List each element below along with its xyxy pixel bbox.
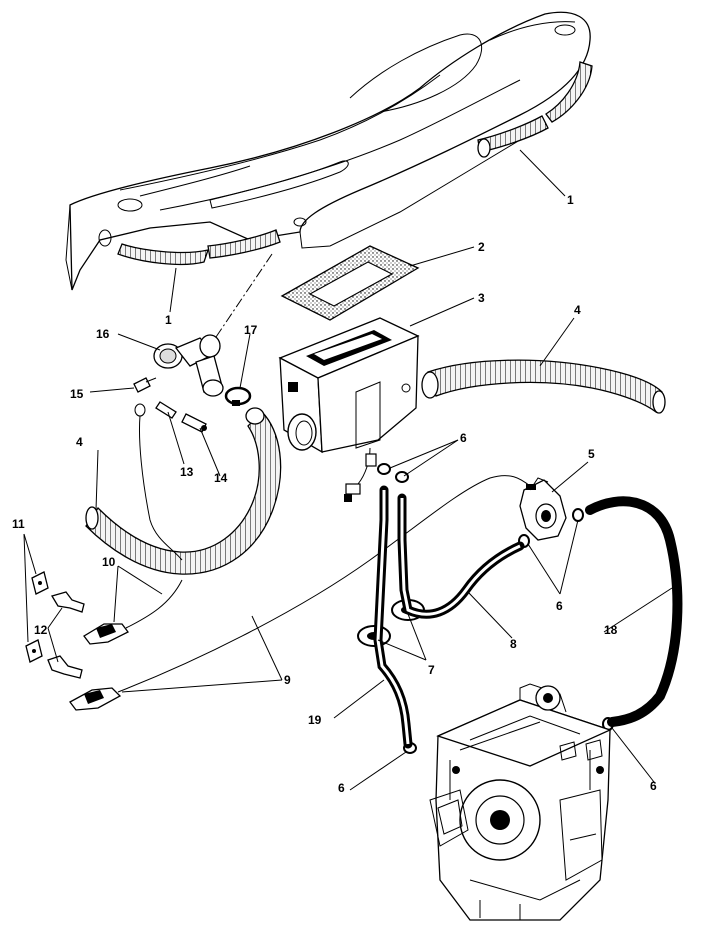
callout-15: 15: [70, 387, 84, 401]
cable-connector-13: [134, 401, 183, 561]
dashboard-panel: [65, 11, 591, 291]
knob-lower: [25, 639, 43, 663]
callout-16: 16: [96, 327, 110, 341]
leader-lines: [23, 149, 673, 791]
callout-12: 12: [34, 623, 48, 637]
callout-6-heater: 6: [460, 431, 467, 445]
control-cable-9: [69, 475, 531, 711]
terminal-14: [181, 413, 207, 433]
hose-clip-17: [224, 386, 252, 406]
callout-14: 14: [214, 471, 228, 485]
callout-13: 13: [180, 465, 194, 479]
callout-8: 8: [510, 637, 517, 651]
callout-1-right: 1: [567, 193, 574, 207]
wire-connectors: [344, 447, 377, 502]
lever-lower: [47, 655, 83, 679]
callout-6-valve: 6: [556, 599, 563, 613]
callout-3: 3: [478, 291, 485, 305]
callout-10: 10: [102, 555, 116, 569]
screw-15: [133, 377, 157, 393]
control-cable-10: [83, 579, 183, 645]
demister-duct-left: [117, 229, 281, 266]
gasket: [280, 245, 420, 321]
callout-6-lower-right: 6: [650, 779, 657, 793]
heater-unit: [278, 317, 420, 454]
callout-7: 7: [428, 663, 435, 677]
engine: [429, 683, 612, 921]
callout-11: 11: [12, 517, 25, 531]
callout-5: 5: [588, 447, 595, 461]
water-valve: [519, 477, 567, 541]
callout-4-right: 4: [574, 303, 581, 317]
callout-17: 17: [244, 323, 258, 337]
callout-4-left: 4: [76, 435, 83, 449]
water-hoses: [373, 485, 683, 749]
callout-9: 9: [284, 673, 291, 687]
demister-duct-right: [477, 61, 593, 158]
callout-1-left: 1: [165, 313, 172, 327]
callout-2: 2: [478, 240, 485, 254]
lever-upper: [51, 591, 85, 613]
alignment-line: [213, 253, 273, 341]
knob-upper: [31, 571, 49, 595]
grommets-7: [357, 599, 425, 647]
callout-labels: 1 1 2 3 4 4 5 6 6 6 6 7 8 9 10 11 12 13 …: [12, 193, 657, 795]
flexible-hose-right: [421, 359, 666, 414]
callout-19: 19: [308, 713, 322, 727]
flexible-hose-left: [85, 407, 282, 575]
callout-6-lower-left: 6: [338, 781, 345, 795]
air-valve: [153, 334, 224, 397]
callout-18: 18: [604, 623, 618, 637]
